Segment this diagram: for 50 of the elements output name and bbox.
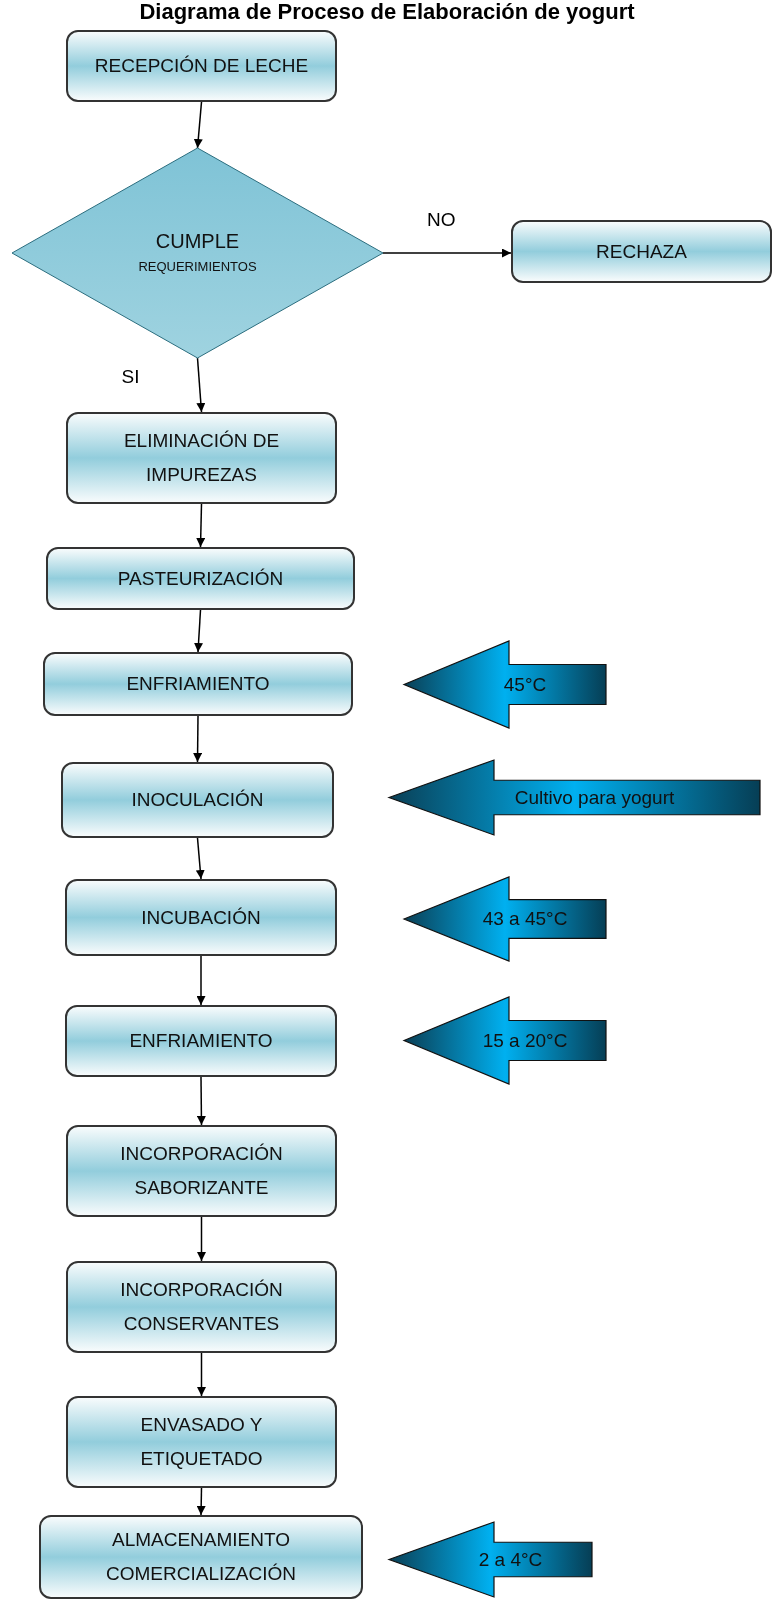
- step-label: ELIMINACIÓN DE IMPUREZAS: [122, 429, 281, 487]
- process-box: [43, 652, 353, 716]
- step-label: ENFRIAMIENTO: [126, 672, 270, 696]
- arrow: [382, 248, 512, 258]
- arrow: [196, 357, 206, 413]
- arrow-label: 45°C: [503, 673, 547, 696]
- diagram-title: Diagrama de Proceso de Elaboración de yogurt: [138, 0, 636, 24]
- step-label: INCORPORACIÓN SABORIZANTE: [119, 1142, 284, 1200]
- process-box: [46, 547, 355, 610]
- step-label: PASTEURIZACIÓN: [117, 566, 284, 591]
- pointer-callout: [389, 760, 760, 835]
- step-label: INOCULACIÓN: [131, 788, 264, 812]
- pointer-callout: [404, 877, 606, 961]
- arrow: [193, 101, 203, 149]
- arrow: [197, 1216, 206, 1262]
- arrow: [196, 955, 206, 1006]
- arrow: [197, 1352, 206, 1397]
- arrow-label: Cultivo para yogurt: [514, 786, 675, 809]
- arrow: [196, 1487, 206, 1516]
- process-box: [39, 1515, 363, 1599]
- arrow-label: 43 a 45°C: [482, 908, 568, 930]
- process-box: [66, 1261, 337, 1353]
- pointer-callout: [389, 1522, 592, 1597]
- arrow: [196, 1076, 206, 1126]
- process-box: [66, 1396, 337, 1488]
- step-label: REQUERIMIENTOS: [138, 258, 257, 276]
- pointer-callout: [404, 997, 606, 1084]
- step-label: ALMACENAMIENTO COMERCIALIZACIÓN: [105, 1528, 297, 1586]
- step-label: INCORPORACIÓN CONSERVANTES: [119, 1278, 284, 1336]
- arrow: [196, 503, 206, 548]
- process-box: [61, 762, 334, 838]
- step-label: ENVASADO Y ETIQUETADO: [139, 1413, 264, 1471]
- arrow-label: 15 a 20°C: [482, 1029, 568, 1052]
- process-box: [511, 220, 772, 283]
- process-box: [66, 30, 337, 102]
- arrow: [195, 837, 205, 880]
- step-label: ENFRIAMIENTO: [129, 1029, 273, 1053]
- process-box: [66, 412, 337, 504]
- arrow: [194, 609, 204, 653]
- step-label: RECEPCIÓN DE LECHE: [94, 54, 309, 78]
- process-box: [65, 1005, 337, 1077]
- process-box: [66, 1125, 337, 1217]
- arrow: [193, 715, 203, 763]
- process-box: [65, 879, 337, 956]
- arrow-label: 2 a 4°C: [478, 1548, 543, 1571]
- step-label: INCUBACIÓN: [141, 905, 261, 930]
- step-label: CUMPLE: [155, 229, 240, 254]
- pointer-callout: [404, 641, 606, 728]
- step-label: RECHAZA: [596, 239, 687, 264]
- decision-diamond: [12, 148, 383, 358]
